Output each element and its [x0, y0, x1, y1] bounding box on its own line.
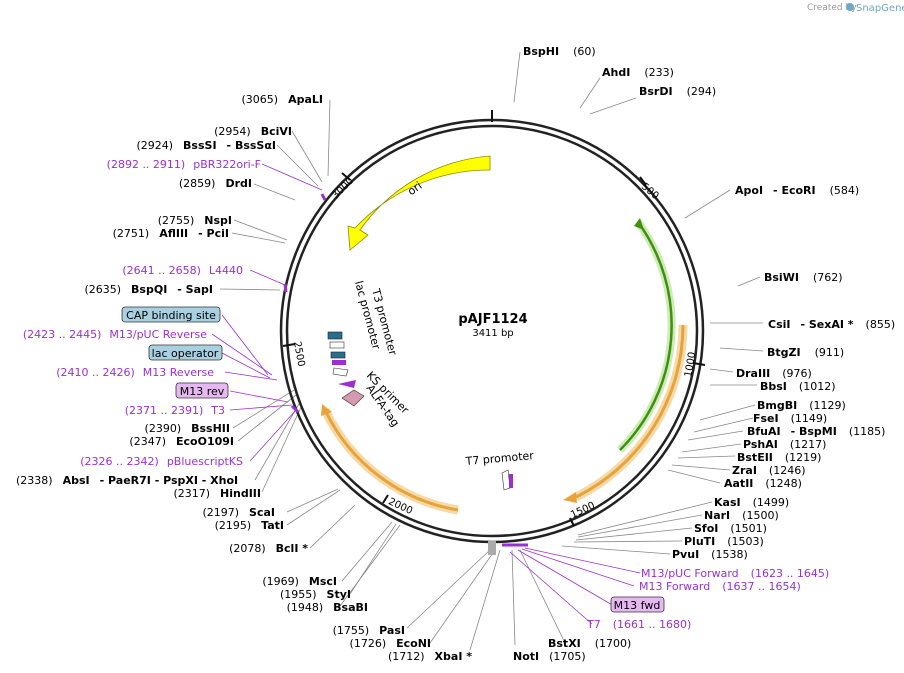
enzyme-leader-lines	[219, 51, 764, 651]
noti-cluster-marker	[488, 541, 496, 555]
t7-primer-marker[interactable]	[509, 474, 513, 488]
enzyme-pshai[interactable]: PshAI(1217)	[743, 438, 826, 451]
t7-promoter-label: T7 promoter	[464, 449, 535, 468]
enzyme-econi[interactable]: (1726)EcoNI	[350, 637, 431, 650]
green-feature-line	[619, 221, 673, 451]
enzyme-kasi[interactable]: KasI(1499)	[714, 496, 789, 509]
alfa-tag-marker[interactable]	[341, 389, 365, 407]
enzyme-afliii[interactable]: (2751)AflIII- PciI	[113, 227, 229, 240]
boxed-labels: CAP binding site lac operator M13 rev M1…	[121, 306, 665, 613]
orange-arrowhead-right	[563, 492, 577, 503]
primer-pbluescriptks[interactable]: (2326 .. 2342)pBluescriptKS	[80, 455, 243, 468]
enzyme-btgzi[interactable]: BtgZI(911)	[767, 346, 844, 359]
m13-rev-marker[interactable]	[332, 360, 346, 365]
m13-fwd-box[interactable]	[610, 596, 665, 613]
lac-operator-marker[interactable]	[330, 351, 346, 359]
enzyme-bfuai[interactable]: BfuAI- BspMI(1185)	[747, 425, 885, 438]
t3-promoter-marker[interactable]	[332, 367, 349, 377]
enzyme-draiii[interactable]: DraIII(976)	[736, 367, 812, 380]
enzyme-bsiwi[interactable]: BsiWI(762)	[764, 271, 843, 284]
primer-m13-reverse[interactable]: (2410 .. 2426)M13 Reverse	[56, 366, 214, 379]
lac-promoter-marker[interactable]	[329, 341, 345, 349]
orange-feature-right-line	[575, 324, 685, 499]
enzyme-bsteii[interactable]: BstEII(1219)	[737, 451, 821, 464]
enzyme-pluti[interactable]: PluTI(1503)	[684, 535, 764, 548]
primer-t3[interactable]: (2371 .. 2391)T3	[125, 404, 225, 417]
enzyme-pvui[interactable]: PvuI(1538)	[672, 548, 748, 561]
enzyme-xbai[interactable]: (1712)XbaI *	[388, 650, 472, 663]
green-arrowhead	[634, 218, 644, 230]
enzyme-aatii[interactable]: AatII(1248)	[724, 477, 802, 490]
enzyme-labels-left: (2317)HindIII (2338)AbsI- PaeR7I - PspXI…	[16, 93, 323, 500]
primer-m13-forward[interactable]: M13 Forward(1637 .. 1654)	[639, 580, 801, 593]
enzyme-nari[interactable]: NarI(1500)	[704, 509, 779, 522]
enzyme-msci[interactable]: (1969)MscI	[262, 575, 337, 588]
enzyme-fsei[interactable]: FseI(1149)	[753, 412, 827, 425]
primer-m13puc-reverse[interactable]: (2423 .. 2445)M13/pUC Reverse	[23, 328, 207, 341]
enzyme-scai[interactable]: (2197)ScaI	[202, 506, 275, 519]
m13-rev-label: M13 rev	[180, 385, 225, 398]
enzyme-bsshii[interactable]: (2390)BssHII	[145, 422, 230, 435]
enzyme-bbsi[interactable]: BbsI(1012)	[760, 380, 835, 393]
primer-l4440[interactable]: (2641 .. 2658)L4440	[122, 264, 243, 277]
tick-label-2500: 2500	[291, 341, 306, 368]
orange-feature-left-line	[323, 409, 459, 512]
enzyme-labels-bottom: BstXI(1700) NotI(1705) (1712)XbaI * (172…	[202, 506, 631, 663]
credit-brand: SnapGene	[856, 3, 904, 14]
primer-labels: M13/pUC Forward(1623 .. 1645) M13 Forwar…	[23, 158, 829, 631]
primer-leader-lines	[211, 163, 641, 625]
lac-operator-label: lac operator	[152, 347, 219, 360]
enzyme-bsssi[interactable]: (2924)BssSI- BssSαI	[136, 139, 276, 152]
lac-region-features	[327, 331, 365, 407]
tick-marks	[282, 110, 706, 527]
m13-rev-box[interactable]	[175, 382, 229, 399]
enzyme-bstxi[interactable]: BstXI(1700)	[548, 637, 631, 650]
enzyme-sfoi[interactable]: SfoI(1501)	[694, 522, 767, 535]
credit-prefix: Created by	[807, 3, 857, 13]
enzyme-bcivi[interactable]: (2954)BciVI	[214, 125, 292, 138]
lac-operator-box[interactable]	[148, 344, 223, 361]
enzyme-labels-right: BspHI(60) AhdI(233) BsrDI(294) ApoI- Eco…	[523, 45, 895, 561]
enzyme-tati[interactable]: (2195)TatI	[215, 519, 284, 532]
enzyme-apoi[interactable]: ApoI- EcoRI(584)	[735, 184, 859, 197]
enzyme-apali[interactable]: (3065)ApaLI	[242, 93, 324, 106]
tick-label-3000: 3000	[330, 176, 356, 202]
enzyme-csii[interactable]: CsiI- SexAI *(855)	[768, 318, 895, 331]
orange-arrowhead-left	[321, 404, 332, 416]
enzyme-styi[interactable]: (1955)StyI	[280, 588, 351, 601]
primer-m13puc-forward[interactable]: M13/pUC Forward(1623 .. 1645)	[641, 567, 829, 580]
enzyme-bsrdi[interactable]: BsrDI(294)	[639, 85, 716, 98]
cap-binding-site-label: CAP binding site	[126, 309, 216, 322]
enzyme-bcli[interactable]: (2078)BclI *	[229, 542, 308, 555]
enzyme-nspi[interactable]: (2755)NspI	[158, 214, 232, 227]
enzyme-bsphi[interactable]: BspHI(60)	[523, 45, 596, 58]
enzyme-eco0109i[interactable]: (2347)EcoO109I	[129, 435, 234, 448]
snapgene-logo-icon	[846, 3, 854, 11]
ks-primer-marker[interactable]	[338, 380, 356, 388]
m13-fwd-label: M13 fwd	[614, 599, 661, 612]
primer-pbr322ori[interactable]: (2892 .. 2911)pBR322ori-F	[107, 158, 261, 171]
cap-binding-site-box[interactable]	[121, 306, 221, 323]
cap-site-marker[interactable]	[327, 331, 343, 340]
enzyme-absi[interactable]: (2338)AbsI- PaeR7I - PspXI - XhoI	[16, 474, 238, 487]
enzyme-pasi[interactable]: (1755)PasI	[333, 624, 405, 637]
plasmid-length: 3411 bp	[472, 328, 513, 339]
enzyme-hindiii[interactable]: (2317)HindIII	[173, 487, 261, 500]
primer-t7[interactable]: T7(1661 .. 1680)	[586, 618, 691, 631]
enzyme-bmgbi[interactable]: BmgBI(1129)	[757, 399, 846, 412]
enzyme-bsabi[interactable]: (1948)BsaBI	[287, 601, 368, 614]
t7-promoter-marker[interactable]	[501, 469, 511, 491]
tick-label-1000: 1000	[683, 351, 698, 378]
backbone-inner	[285, 124, 699, 538]
primer-marks	[283, 193, 528, 547]
enzyme-drdi[interactable]: (2859)DrdI	[179, 177, 252, 190]
enzyme-ahdi[interactable]: AhdI(233)	[602, 66, 674, 79]
enzyme-bspqi[interactable]: (2635)BspQI- SapI	[84, 283, 213, 296]
plasmid-name: pAJF1124	[458, 312, 527, 327]
enzyme-noti[interactable]: NotI(1705)	[513, 650, 586, 663]
enzyme-zrai[interactable]: ZraI(1246)	[732, 464, 806, 477]
ori-feature-arrow[interactable]	[347, 155, 491, 251]
